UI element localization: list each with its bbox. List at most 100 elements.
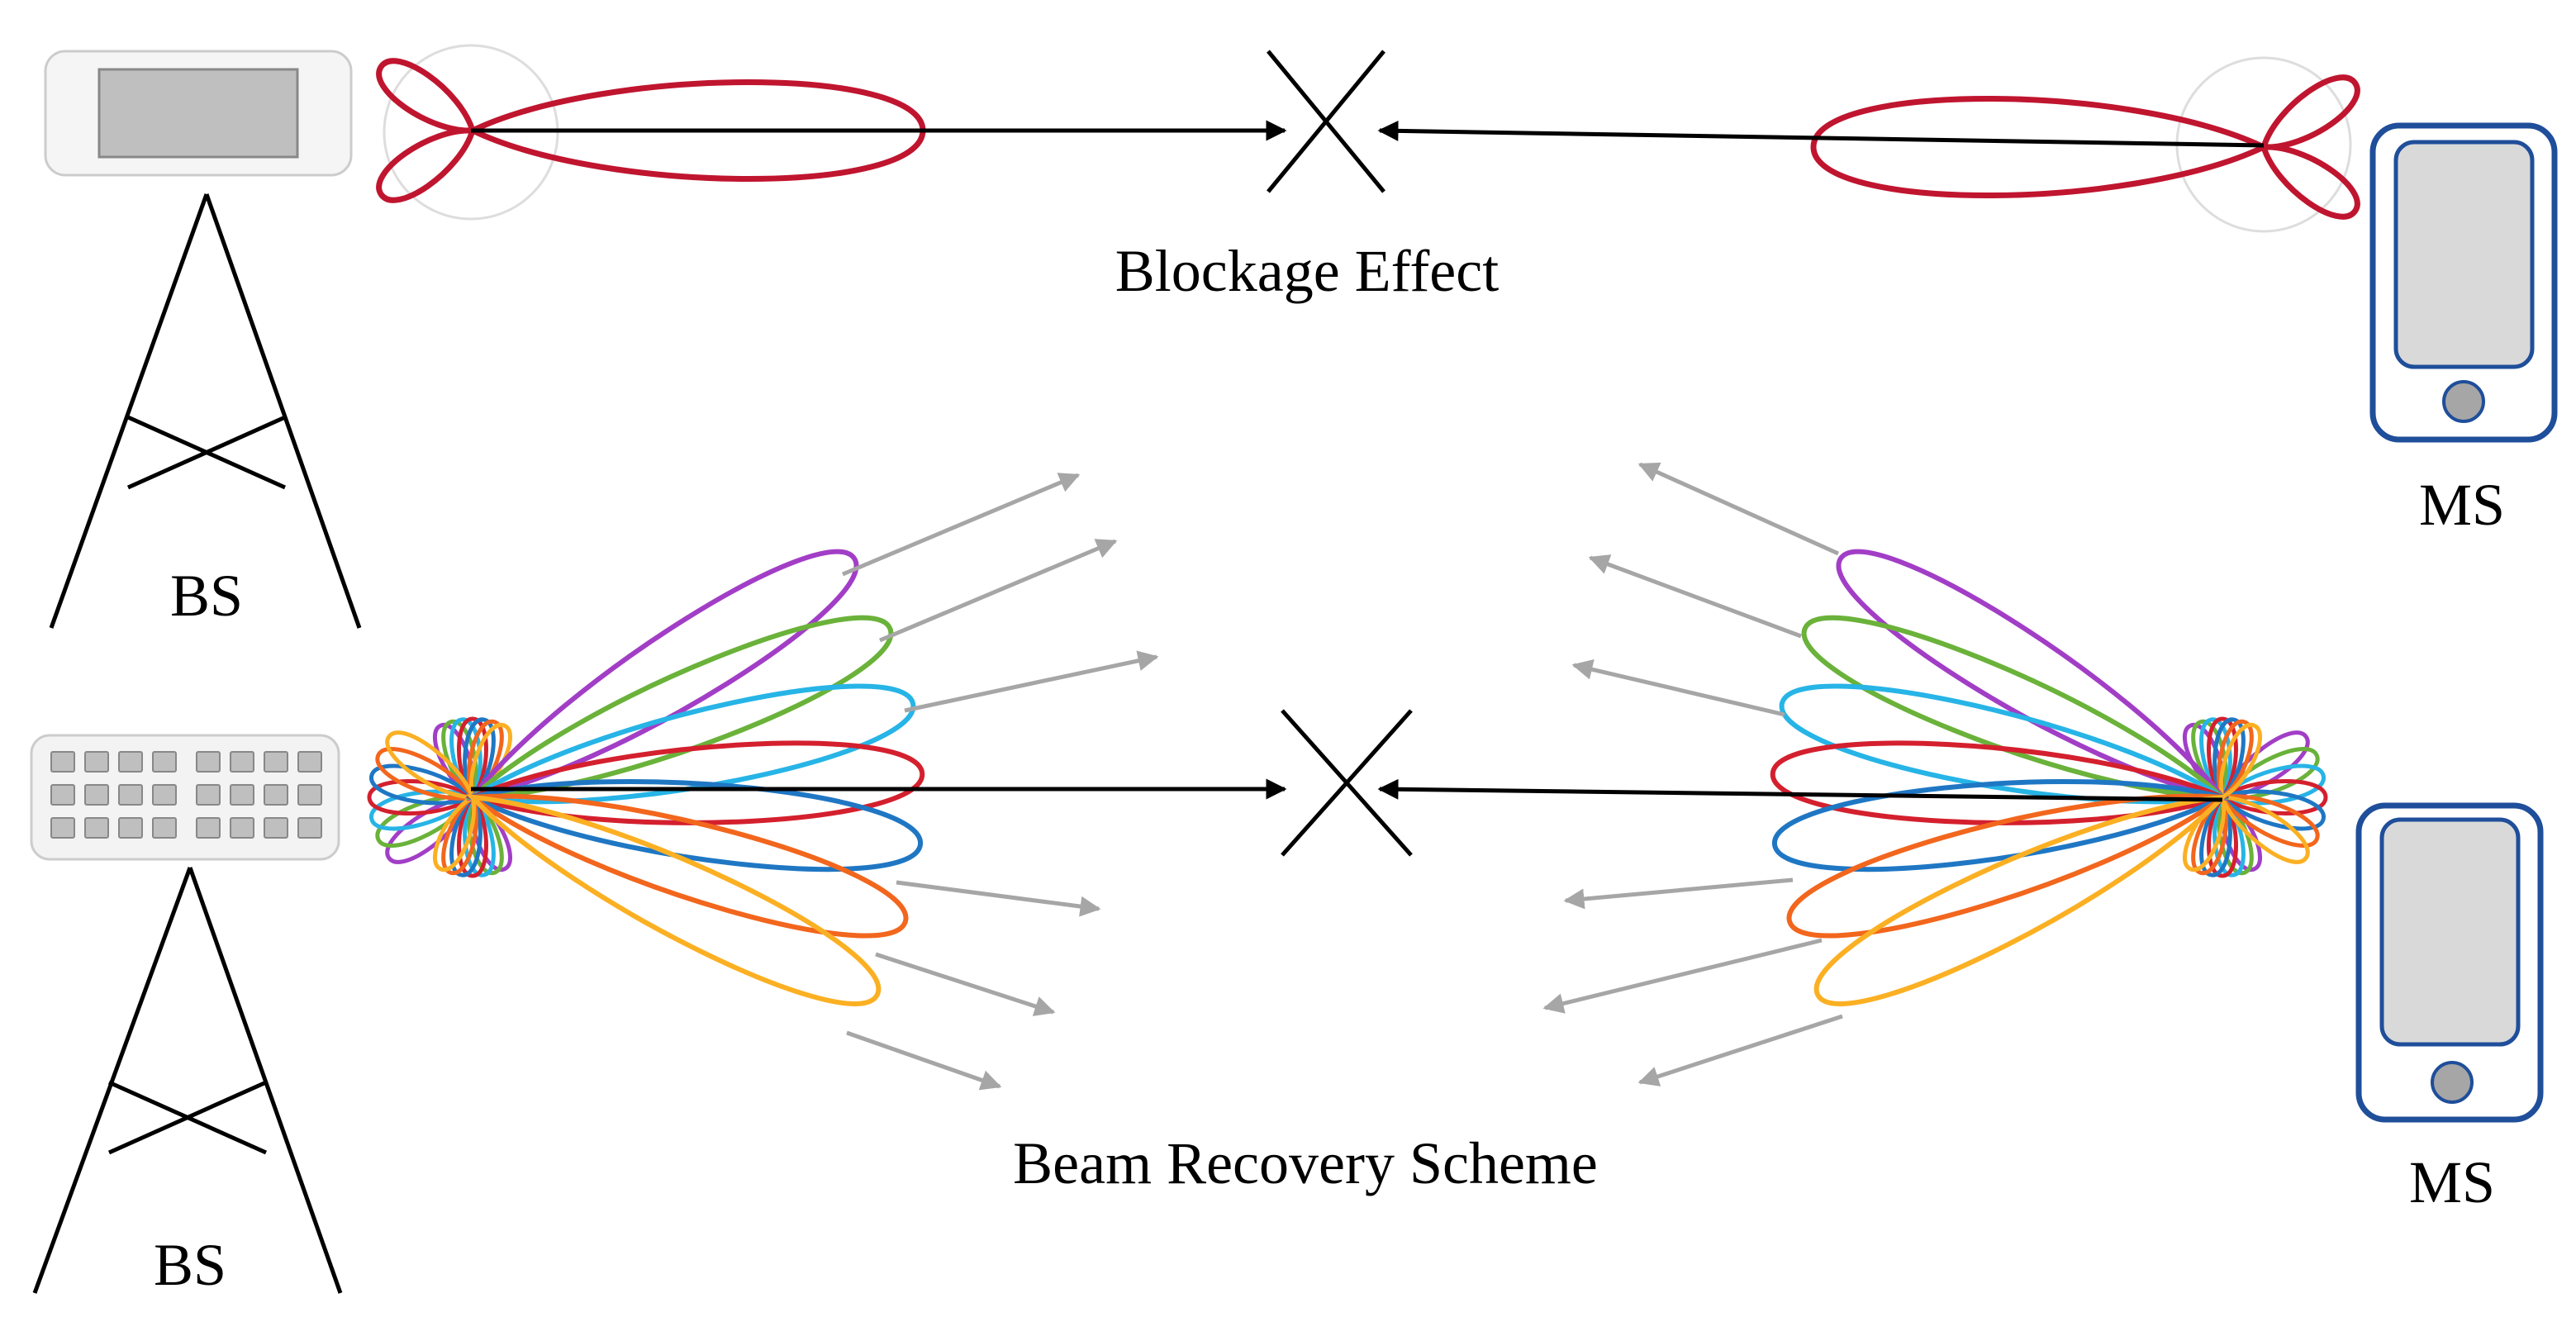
scan-arrow [1542,938,1823,1014]
keypad-key [50,784,75,806]
scan-arrow [896,880,1101,917]
keypad-key [264,784,288,806]
keypad-key [230,751,254,773]
bs-label-top: BS [170,563,243,629]
main-lobe [1813,794,2229,1006]
keypad-key [50,751,75,773]
keypad-key [297,751,322,773]
bs-antenna-panel-top [44,50,353,177]
side-lobe [2199,793,2232,877]
main-lobe [1770,740,2230,825]
blockage-effect-label: Blockage Effect [1115,238,1499,304]
keypad-key [84,784,109,806]
side-lobe [2219,795,2310,864]
ms-phone-top-icon [2369,122,2558,443]
side-lobe [2217,720,2254,801]
side-lobe [2218,789,2326,831]
side-lobe [2218,794,2320,848]
main-lobe [1801,615,2229,801]
scan-arrow [904,650,1159,713]
keypad-key [196,784,221,806]
main-lobe [465,740,925,825]
keypad-key [84,751,109,773]
main-lobe [465,793,909,939]
keypad-key [264,751,288,773]
bs-tower-bottom-icon [32,867,343,1294]
side-lobe [2191,794,2228,875]
bs-antenna-panel-bottom [30,734,340,861]
scan-arrow [1571,658,1785,717]
side-lobe [463,793,496,877]
side-lobe [2218,763,2326,806]
blockage-x-icon-bottom [1281,709,1413,857]
side-lobe [2207,716,2238,801]
blockage-x-icon-top [1267,50,1385,193]
side-lobe [2207,793,2238,878]
main-lobe [1779,683,2230,805]
ms-link-arrow-bottom [1377,778,2223,802]
bs-multi-beam-fan [367,549,925,1006]
side-lobe [449,793,482,877]
side-lobe [369,789,477,831]
ms-label-bottom: MS [2409,1149,2495,1215]
back-lobe [2260,74,2360,150]
side-lobe [385,730,476,800]
beam-scan-arrows [842,462,1843,1091]
keypad-key [196,817,221,839]
bs-label-bottom: BS [154,1232,226,1298]
side-lobe [2219,722,2263,801]
scan-arrow [846,1030,1002,1091]
scan-arrow [1637,1014,1843,1086]
keypad-key [50,817,75,839]
side-lobe [367,779,477,815]
side-lobe [457,793,488,878]
ms-label-top: MS [2419,472,2505,538]
scan-arrow [879,539,1118,643]
side-lobe [463,717,496,801]
side-lobe [441,794,478,875]
side-lobe [467,794,504,875]
beam-recovery-scheme-label: Beam Recovery Scheme [1013,1130,1598,1196]
ms-link-arrow-top [1377,120,2265,148]
keypad-key [152,784,177,806]
scan-arrow [875,952,1056,1016]
back-lobe [376,127,477,203]
side-lobe [457,716,488,801]
side-lobe [432,794,476,872]
side-lobe [375,747,477,801]
main-lobe [465,779,924,872]
main-lobe [1810,96,2271,198]
scan-arrow [1563,877,1794,910]
keypad-key [196,751,221,773]
ms-phone-bottom-icon [2355,802,2544,1123]
keypad-key [297,784,322,806]
keypad-key [230,817,254,839]
keypad-key [152,751,177,773]
keypad-key [297,817,322,839]
side-lobe [2218,779,2328,815]
main-lobe [1786,793,2230,939]
bs-tower-top-icon [49,193,362,629]
back-lobe [376,58,477,134]
scan-arrow [1588,554,1802,639]
scan-arrow [842,473,1081,577]
keypad-key [230,784,254,806]
side-lobe [2199,717,2232,801]
ms-multi-beam-fan [1770,549,2328,1006]
keypad-key [152,817,177,839]
ms-single-beam-top [1810,56,2360,233]
main-lobe [466,615,894,801]
main-lobe [466,549,859,801]
keypad-key [118,751,143,773]
side-lobe [441,720,478,801]
keypad-key [264,817,288,839]
keypad-key [84,817,109,839]
main-lobe [465,683,916,805]
main-lobe [1836,549,2229,801]
main-lobe [466,794,882,1006]
main-lobe [1771,779,2230,872]
keypad-key [118,817,143,839]
scan-arrow [1637,462,1840,556]
side-lobe [369,763,477,806]
